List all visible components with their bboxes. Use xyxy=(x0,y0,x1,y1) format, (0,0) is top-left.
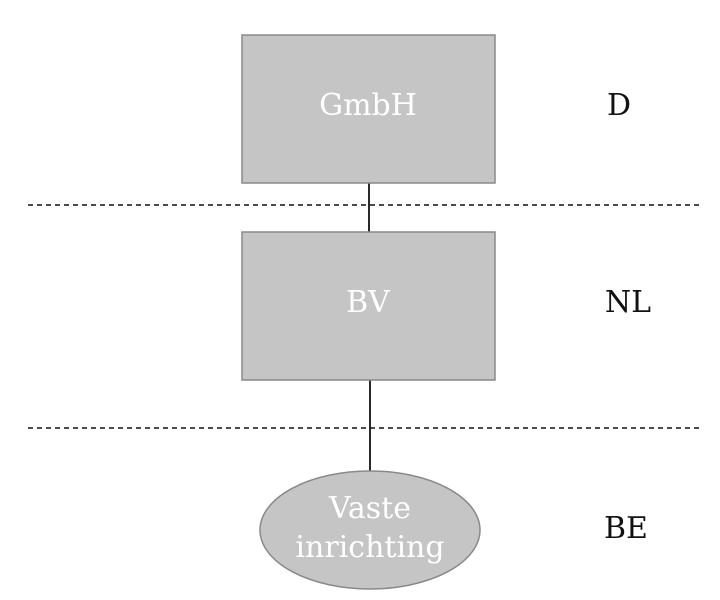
node-gmbh: GmbH xyxy=(241,34,496,184)
country-label-d: D xyxy=(607,88,631,123)
country-label-be: BE xyxy=(604,511,648,546)
node-bv: BV xyxy=(241,231,496,381)
node-vaste-inrichting-ellipse xyxy=(259,470,481,590)
node-bv-label: BV xyxy=(346,285,391,320)
node-vaste-inrichting: Vaste inrichting xyxy=(259,470,481,590)
node-vaste-inrichting-label-line2: inrichting xyxy=(295,530,444,565)
node-vaste-inrichting-label-line1: Vaste xyxy=(328,491,411,526)
country-label-nl: NL xyxy=(605,285,651,320)
node-gmbh-box xyxy=(241,34,496,184)
node-gmbh-label: GmbH xyxy=(319,88,417,123)
node-bv-box xyxy=(241,231,496,381)
